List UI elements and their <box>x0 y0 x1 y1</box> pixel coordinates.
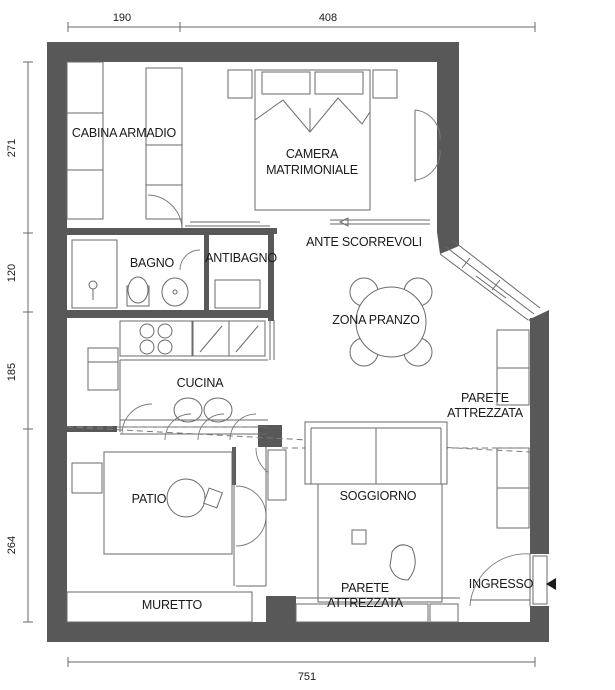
label-parete-attrezzata-bottom-1: PARETE <box>341 581 389 595</box>
dimension-left-1: 271 <box>6 139 18 157</box>
dimension-bottom: 751 <box>298 671 316 683</box>
label-bagno: BAGNO <box>130 256 175 270</box>
rug <box>317 483 443 603</box>
dimension-left-3: 185 <box>6 363 18 381</box>
bed <box>227 69 398 211</box>
diagonal-window <box>439 239 541 321</box>
dimension-left-4: 264 <box>6 536 18 554</box>
label-cucina: CUCINA <box>177 376 225 390</box>
label-patio: PATIO <box>132 492 167 506</box>
patio-furniture <box>71 447 287 587</box>
kitchen-fixtures <box>87 320 275 441</box>
label-antibagno: ANTIBAGNO <box>205 251 277 265</box>
label-cabina-armadio: CABINA ARMADIO <box>72 126 177 140</box>
camera-doors <box>185 109 441 227</box>
parete-attrezzata-right <box>496 329 530 529</box>
entrance-arrow-icon <box>546 578 556 590</box>
dimension-top-right: 408 <box>319 12 337 24</box>
dimension-lines <box>23 22 536 667</box>
label-zona-pranzo: ZONA PRANZO <box>332 313 420 327</box>
cabina-armadio-furniture <box>66 61 183 229</box>
label-muretto: MURETTO <box>142 598 203 612</box>
ingresso-door <box>469 553 548 607</box>
muretto-wall <box>66 591 253 623</box>
sofa <box>304 421 448 485</box>
bagno-fixtures <box>71 239 261 309</box>
label-parete-attrezzata-right-1: PARETE <box>461 391 509 405</box>
dimension-left-2: 120 <box>6 264 18 282</box>
label-parete-attrezzata-bottom-2: ATTREZZATA <box>327 596 404 610</box>
parete-attrezzata-bottom <box>295 597 460 623</box>
dining-table <box>349 277 433 367</box>
outer-walls <box>47 42 549 642</box>
label-soggiorno: SOGGIORNO <box>340 489 417 503</box>
label-ingresso: INGRESSO <box>469 577 534 591</box>
label-camera-line2: MATRIMONIALE <box>266 163 358 177</box>
label-ante-scorrevoli: ANTE SCORREVOLI <box>306 235 422 249</box>
dimension-top-left: 190 <box>113 12 131 24</box>
label-camera-line1: CAMERA <box>286 147 339 161</box>
dashed-line-living <box>66 426 531 453</box>
label-parete-attrezzata-right-2: ATTREZZATA <box>447 406 524 420</box>
